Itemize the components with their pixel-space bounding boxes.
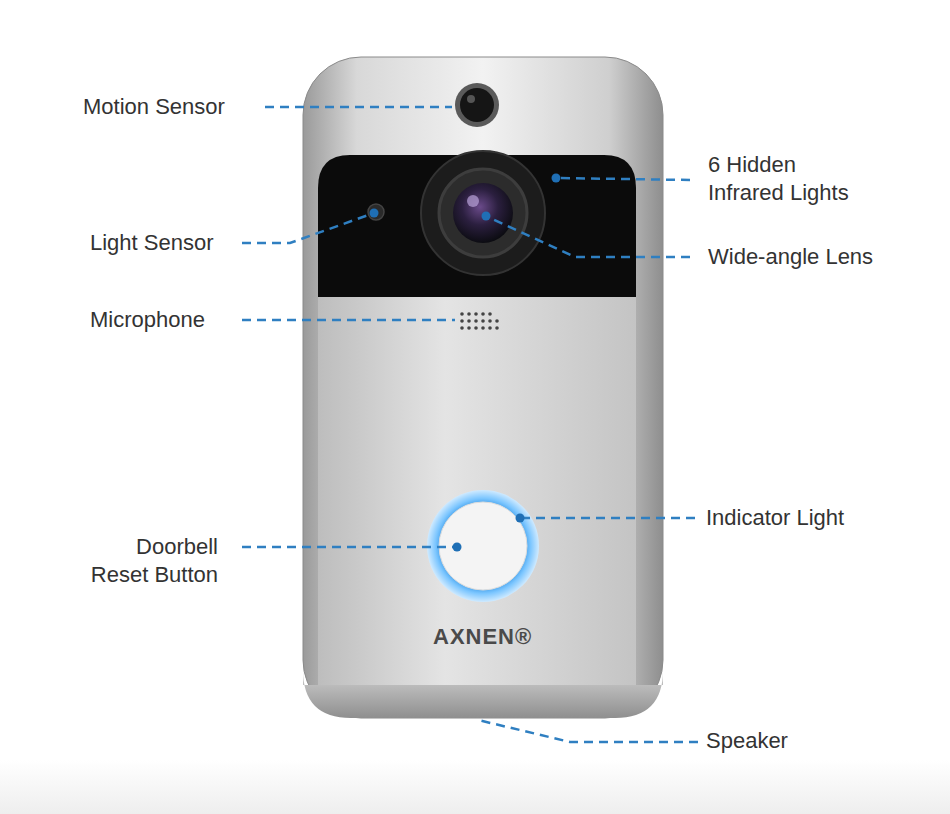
motion-sensor [460,88,494,122]
housing [303,57,663,718]
part-label: Doorbell Reset Button [78,533,218,589]
microphone-holes [460,312,499,330]
leader-line [242,213,374,243]
light-sensor [368,204,384,220]
front-face [318,297,636,685]
part-label: 6 Hidden Infrared Lights [708,151,876,207]
wide-angle-lens [453,183,513,243]
leader-line [265,106,452,109]
leader-line [522,517,695,520]
motion-sensor-glint [467,95,475,103]
lens-glint [467,195,479,207]
leader-line [478,720,698,742]
floor-ground [0,760,950,814]
motion-sensor-rim [455,83,499,127]
part-label: Indicator Light [706,504,844,532]
leader-line [486,216,690,257]
lens-housing [421,151,545,275]
leader-line [242,319,455,322]
part-label: Motion Sensor [83,93,225,121]
leader-dots [370,174,561,552]
part-label: Wide-angle Lens [708,243,873,271]
brand-logo: AXNEN® [433,623,532,651]
lens-ring [439,169,527,257]
leader-line [558,178,690,180]
leader-lines [242,107,698,742]
part-label: Light Sensor [90,229,214,257]
leader-line [242,546,455,549]
part-label: Microphone [90,306,205,334]
part-label: Speaker [706,727,788,755]
